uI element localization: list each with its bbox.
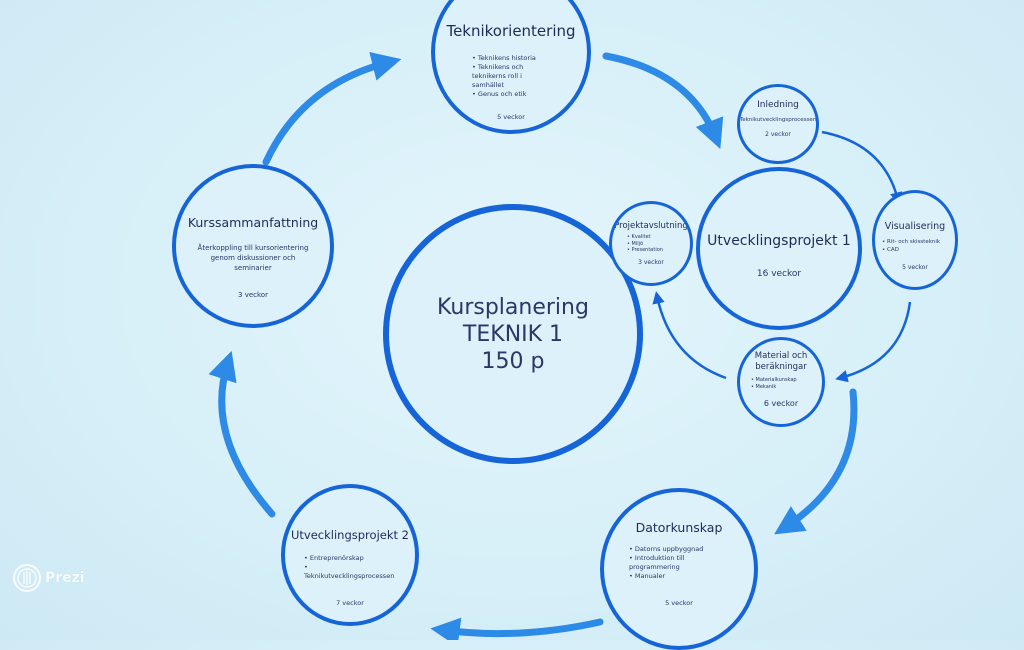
inledning-description: Teknikutvecklingsprocessen — [739, 117, 817, 123]
list-item: Teknikens och teknikerns roll i samhälle… — [472, 63, 550, 90]
utvecklingsprojekt-2-duration: 7 veckor — [336, 599, 364, 607]
list-item: Presentation — [627, 247, 675, 254]
circle-kurssammanfattning[interactable]: Kurssammanfattning Återkoppling till kur… — [172, 164, 334, 328]
utvecklingsprojekt-1-duration: 16 veckor — [756, 269, 802, 279]
arrow-material-to-projektavslutning — [652, 291, 727, 380]
list-item: Miljö — [627, 241, 675, 248]
datorkunskap-list: Datorns uppbyggnad Introduktion till pro… — [629, 545, 729, 581]
list-item: Teknikens historia — [472, 54, 550, 63]
circle-inledning[interactable]: Inledning Teknikutvecklingsprocessen 2 v… — [737, 84, 819, 164]
arrow-utv1-to-datorkunskap — [774, 388, 858, 535]
kurssammanfattning-description: Återkoppling till kursorientering genom … — [197, 244, 309, 272]
circle-datorkunskap[interactable]: Datorkunskap Datorns uppbyggnad Introduk… — [600, 488, 758, 650]
list-item: Rit- och skissteknik — [882, 238, 948, 246]
center-line-3: 150 p — [481, 348, 545, 374]
center-line-2: TEKNIK 1 — [462, 321, 564, 347]
datorkunskap-duration: 5 veckor — [665, 599, 693, 607]
material-list: Materialkunskap Mekanik — [751, 377, 811, 391]
teknikorientering-list: Teknikens historia Teknikens och teknike… — [472, 54, 550, 99]
projektavslutning-duration: 3 veckor — [638, 258, 664, 266]
list-item: Datorns uppbyggnad — [629, 545, 729, 554]
center-circle-kursplanering[interactable]: Kursplanering TEKNIK 1 150 p — [383, 204, 643, 464]
arrow-datorkunskap-to-utv2 — [430, 617, 604, 640]
circle-teknikorientering[interactable]: Teknikorientering Teknikens historia Tek… — [431, 0, 591, 134]
prezi-logo-text: Prezi — [45, 570, 85, 586]
visualisering-list: Rit- och skissteknik CAD — [882, 238, 948, 254]
circle-visualisering[interactable]: Visualisering Rit- och skissteknik CAD 5… — [872, 190, 958, 290]
list-item: Kvalitet — [627, 234, 675, 241]
prezi-logo-icon — [13, 564, 41, 592]
visualisering-title: Visualisering — [884, 221, 946, 232]
arrow-kurssammanfattning-to-teknik — [262, 52, 402, 166]
circle-material-och-berakningar[interactable]: Material och beräkningar Materialkunskap… — [737, 337, 825, 427]
circle-utvecklingsprojekt-2[interactable]: Utvecklingsprojekt 2 Entreprenörskap Tek… — [281, 484, 419, 626]
list-item: Genus och etik — [472, 90, 550, 99]
material-duration: 6 veckor — [763, 399, 799, 408]
list-item: Entreprenörskap — [304, 554, 396, 563]
prezi-logo[interactable]: Prezi — [12, 563, 85, 593]
arrow-inledning-to-visualisering — [821, 130, 903, 205]
projektavslutning-list: Kvalitet Miljö Presentation — [627, 234, 675, 254]
list-item: Mekanik — [751, 384, 811, 391]
inledning-duration: 2 veckor — [765, 131, 791, 138]
list-item: CAD — [882, 246, 948, 254]
circle-utvecklingsprojekt-1[interactable]: Utvecklingsprojekt 1 16 veckor — [696, 167, 862, 330]
list-item: Introduktion till programmering — [629, 554, 729, 572]
utvecklingsprojekt-2-title: Utvecklingsprojekt 2 — [291, 528, 409, 542]
list-item: Manualer — [629, 572, 729, 581]
center-line-1: Kursplanering — [437, 294, 589, 320]
teknikorientering-title: Teknikorientering — [446, 22, 576, 40]
arrow-utv2-to-kurssammanfattning — [208, 350, 276, 518]
material-title: Material och beräkningar — [754, 351, 808, 372]
circle-projektavslutning[interactable]: Projektavslutning Kvalitet Miljö Present… — [609, 201, 693, 286]
arrow-teknik-to-utv1 — [602, 52, 724, 149]
visualisering-duration: 5 veckor — [902, 264, 928, 271]
list-item: Teknikutvecklingsprocessen — [304, 563, 396, 581]
utvecklingsprojekt-1-title: Utvecklingsprojekt 1 — [707, 233, 851, 249]
kurssammanfattning-title: Kurssammanfattning — [187, 215, 319, 230]
teknikorientering-duration: 5 veckor — [497, 113, 525, 121]
projektavslutning-title: Projektavslutning — [614, 221, 688, 231]
datorkunskap-title: Datorkunskap — [635, 520, 723, 535]
kurssammanfattning-duration: 3 veckor — [238, 291, 268, 299]
list-item: Materialkunskap — [751, 377, 811, 384]
utvecklingsprojekt-2-list: Entreprenörskap Teknikutvecklingsprocess… — [304, 554, 396, 581]
arrow-visualisering-to-material — [835, 301, 912, 383]
inledning-title: Inledning — [757, 100, 799, 110]
